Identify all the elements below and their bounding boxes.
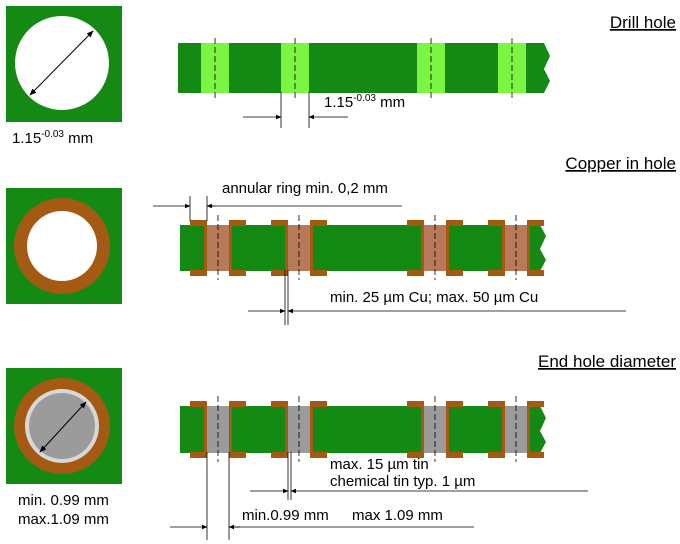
end-barrel-1 [207, 406, 229, 453]
end-barrel-3 [424, 406, 446, 453]
copper-cross-section: annular ring min. 0,2 mm min. 25 µm Cu; … [153, 180, 626, 325]
end-section-title: End hole diameter [538, 352, 676, 371]
end-center-lines [217, 396, 517, 462]
copper-pads [190, 220, 544, 276]
copper-hole-circle [27, 211, 97, 281]
copper-section-title: Copper in hole [565, 154, 676, 173]
end-diameter-arrow [39, 401, 87, 453]
end-section: End hole diameter min. 0.99 mm max.1.09 … [6, 352, 676, 540]
end-min-label: min. 0.99 mm [18, 492, 109, 509]
drill-dimension-label: 1.15-0.03 mm [12, 129, 93, 147]
drill-board-strip [178, 43, 550, 93]
drill-cross-dimension-label: 1.15-0.03 mm [324, 93, 405, 111]
copper-center-lines [217, 215, 517, 280]
drill-section: Drill hole 1.15-0.03 mm [6, 6, 676, 147]
drill-center-lines [214, 38, 513, 100]
drill-dimension-lines [243, 92, 348, 128]
copper-top-view [6, 188, 122, 304]
copper-section: Copper in hole [6, 154, 676, 325]
end-pads [190, 401, 544, 458]
drill-top-view [6, 6, 122, 122]
end-barrel-4 [505, 406, 527, 453]
end-diameter-dimension [170, 452, 474, 540]
end-dim-max-label: max 1.09 mm [352, 507, 443, 524]
end-board-strip [180, 406, 546, 453]
copper-board-strip [180, 225, 546, 271]
end-cross-section: max. 15 µm tin chemical tin typ. 1 µm mi… [170, 396, 588, 540]
end-barrel-2 [288, 406, 310, 453]
drill-section-title: Drill hole [610, 13, 676, 32]
end-tin-typ-label: chemical tin typ. 1 µm [330, 473, 475, 490]
copper-annular-label: annular ring min. 0,2 mm [222, 180, 388, 197]
end-max-label: max.1.09 mm [18, 511, 109, 528]
drill-diameter-arrow [29, 30, 94, 96]
end-barrels [207, 406, 527, 453]
drill-cross-section: 1.15-0.03 mm [178, 38, 550, 128]
end-top-view [6, 368, 122, 484]
copper-thickness-dimension [248, 270, 626, 325]
end-tin-max-label: max. 15 µm tin [330, 456, 429, 473]
copper-thickness-label: min. 25 µm Cu; max. 50 µm Cu [330, 289, 538, 306]
end-tin-dimension [250, 452, 588, 500]
copper-annular-dimension [153, 196, 402, 221]
end-dim-min-label: min.0.99 mm [242, 507, 329, 524]
